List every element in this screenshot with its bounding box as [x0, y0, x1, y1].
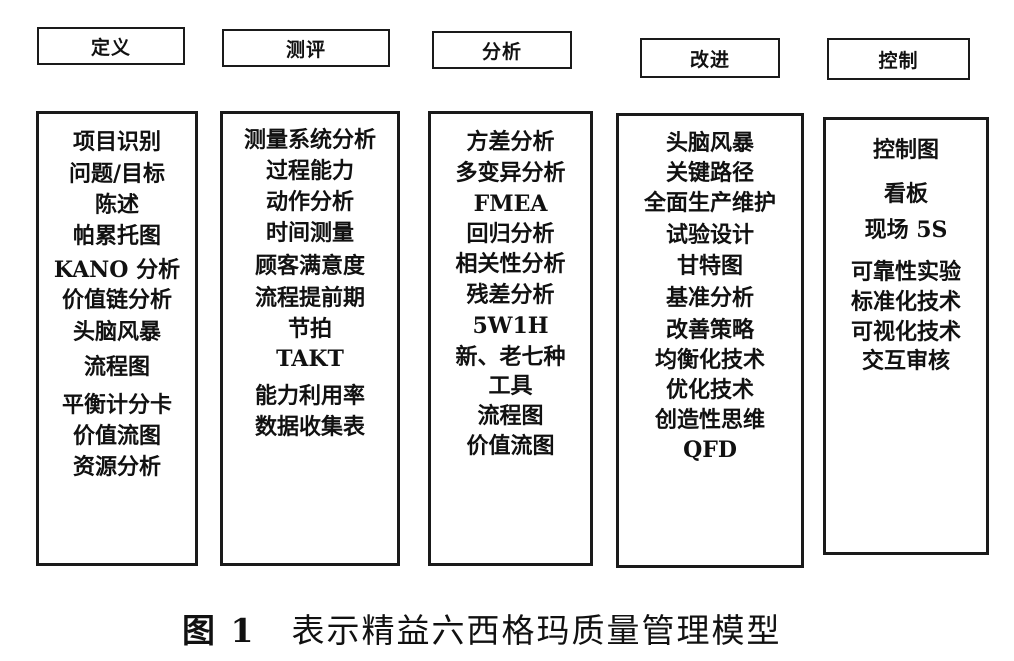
- analyze-item: 残差分析: [466, 282, 555, 308]
- define-item: 流程图: [83, 354, 150, 380]
- improve-item: 基准分析: [665, 285, 754, 311]
- define-item: 项目识别: [72, 129, 161, 155]
- stage-header-measure: 测评: [222, 29, 390, 67]
- control-item: 交互审核: [861, 348, 950, 374]
- analyze-item: 多变异分析: [455, 160, 566, 186]
- figure-title: 表示精益六西格玛质量管理模型: [291, 611, 782, 650]
- define-item: 问题/目标: [68, 161, 166, 187]
- analyze-item: FMEA: [473, 191, 548, 217]
- measure-item: 过程能力: [265, 158, 354, 184]
- stage-box-measure: 测量系统分析 过程能力 动作分析 时间测量 顾客满意度 流程提前期 节拍 TAK…: [220, 111, 400, 566]
- control-item: 标准化技术: [850, 289, 961, 315]
- improve-item: 关键路径: [665, 160, 754, 186]
- measure-item: 时间测量: [265, 220, 354, 246]
- improve-item: 均衡化技术: [654, 347, 765, 373]
- figure-number: 图 1: [182, 611, 256, 650]
- analyze-item: 相关性分析: [455, 251, 566, 277]
- control-item: 控制图: [872, 137, 939, 163]
- measure-item: 能力利用率: [254, 383, 365, 409]
- define-item: 价值流图: [72, 423, 161, 449]
- analyze-item: 5W1H: [472, 313, 549, 339]
- analyze-item: 流程图: [477, 403, 544, 429]
- measure-item: 数据收集表: [254, 414, 365, 440]
- define-item: 头脑风暴: [72, 319, 161, 345]
- control-item: 可视化技术: [850, 319, 961, 345]
- define-item: 帕累托图: [72, 223, 161, 249]
- stage-header-define: 定义: [37, 27, 185, 65]
- analyze-item: 价值流图: [466, 433, 555, 459]
- control-item: 现场 5S: [864, 217, 948, 243]
- stage-header-control: 控制: [827, 38, 970, 80]
- define-item: 陈述: [94, 192, 139, 218]
- measure-item: 流程提前期: [254, 285, 365, 311]
- measure-item: 节拍: [287, 316, 332, 342]
- control-item: 看板: [883, 181, 928, 207]
- stage-box-analyze: 方差分析 多变异分析 FMEA 回归分析 相关性分析 残差分析 5W1H 新、老…: [428, 111, 593, 566]
- control-item: 可靠性实验: [850, 259, 961, 285]
- analyze-item: 方差分析: [466, 129, 555, 155]
- stage-box-define: 项目识别 问题/目标 陈述 帕累托图 KANO 分析 价值链分析 头脑风暴 流程…: [36, 111, 198, 566]
- improve-item: 全面生产维护: [643, 190, 776, 216]
- define-item: 资源分析: [72, 454, 161, 480]
- stage-box-control: 控制图 看板 现场 5S 可靠性实验 标准化技术 可视化技术 交互审核: [823, 117, 989, 555]
- measure-item: 测量系统分析: [243, 127, 376, 153]
- improve-item: 创造性思维: [654, 407, 765, 433]
- improve-item: 改善策略: [665, 317, 754, 343]
- measure-item: 顾客满意度: [254, 253, 365, 279]
- measure-item: TAKT: [276, 346, 344, 372]
- stage-box-improve: 头脑风暴 关键路径 全面生产维护 试验设计 甘特图 基准分析 改善策略 均衡化技…: [616, 113, 804, 568]
- define-item: 平衡计分卡: [61, 392, 172, 418]
- stage-header-improve: 改进: [640, 38, 780, 78]
- improve-item: 甘特图: [676, 253, 743, 279]
- improve-item: 优化技术: [665, 377, 754, 403]
- improve-item: 试验设计: [665, 222, 754, 248]
- improve-item: 头脑风暴: [665, 130, 754, 156]
- analyze-item: 新、老七种: [455, 344, 566, 370]
- stage-header-analyze: 分析: [432, 31, 572, 69]
- analyze-item: 回归分析: [466, 221, 555, 247]
- analyze-item: 工具: [488, 373, 533, 399]
- define-item: KANO 分析: [53, 257, 181, 283]
- define-item: 价值链分析: [61, 287, 172, 313]
- improve-item: QFD: [683, 437, 737, 463]
- figure-caption: 图 1 表示精益六西格玛质量管理模型: [182, 604, 781, 652]
- measure-item: 动作分析: [265, 189, 354, 215]
